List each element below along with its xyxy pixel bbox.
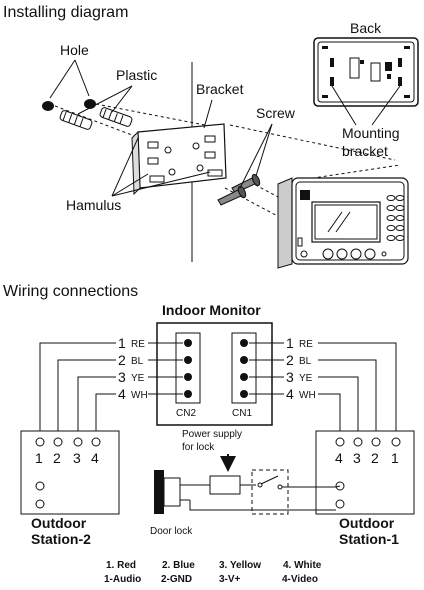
hole-label: Hole <box>60 42 89 58</box>
connector-pins <box>184 339 248 398</box>
left-pin-4-num: 4 <box>118 386 126 402</box>
wires-station2 <box>39 342 183 437</box>
left-pin-3-code: YE <box>131 373 145 384</box>
lock-circuit-wires <box>180 484 336 511</box>
right-pin-1-num: 1 <box>286 335 294 351</box>
station2-label-line1: Outdoor <box>31 515 87 531</box>
right-pin-2-code: BL <box>299 356 312 367</box>
station1-terminal-3: 3 <box>353 450 361 466</box>
station1-label-line2: Station-1 <box>339 531 399 547</box>
back-label: Back <box>350 20 382 36</box>
legend-color-1: 1. Red <box>106 560 136 571</box>
station2-terminal-4: 4 <box>91 450 99 466</box>
left-pin-1-num: 1 <box>118 335 126 351</box>
cn1-label: CN1 <box>232 408 252 419</box>
station2-terminal-1: 1 <box>35 450 43 466</box>
legend-signal-1: 1-Audio <box>104 574 141 585</box>
mounting-bracket-label-line1: Mounting <box>342 125 400 141</box>
indoor-monitor-label: Indoor Monitor <box>162 302 261 318</box>
plastic-anchors <box>59 107 133 130</box>
right-pin-1-code: RE <box>299 339 313 350</box>
power-supply-label-line1: Power supply <box>182 429 242 440</box>
screw-label: Screw <box>256 105 296 121</box>
cn2-label: CN2 <box>176 408 196 419</box>
station1-terminal-1: 1 <box>391 450 399 466</box>
right-pin-4-num: 4 <box>286 386 294 402</box>
legend-signal-3: 3-V+ <box>219 574 241 585</box>
bracket-label: Bracket <box>196 81 244 97</box>
station1-terminal-4: 4 <box>335 450 343 466</box>
installing-title: Installing diagram <box>3 4 128 21</box>
left-pin-2-num: 2 <box>118 352 126 368</box>
legend-signal-2: 2-GND <box>161 574 192 585</box>
legend-color-4: 4. White <box>283 560 322 571</box>
door-lock <box>154 470 181 514</box>
station2-terminal-2: 2 <box>53 450 61 466</box>
right-pin-3-code: YE <box>299 373 313 384</box>
station1-terminal-2: 2 <box>371 450 379 466</box>
left-pin-3-num: 3 <box>118 369 126 385</box>
right-pin-4-code: WH <box>299 390 316 401</box>
right-pin-2-num: 2 <box>286 352 294 368</box>
station2-label-line2: Station-2 <box>31 531 91 547</box>
lock-relay-switch <box>257 475 283 490</box>
plastic-label: Plastic <box>116 67 157 83</box>
legend-color-2: 2. Blue <box>162 560 195 571</box>
station1-terminals <box>335 437 401 509</box>
legend-color-3: 3. Yellow <box>219 560 261 571</box>
bracket-plate <box>131 123 227 196</box>
right-pin-3-num: 3 <box>286 369 294 385</box>
door-lock-label: Door lock <box>150 526 193 537</box>
outdoor-station-2-box <box>20 430 120 515</box>
left-pin-4-code: WH <box>131 390 148 401</box>
screws <box>217 173 261 206</box>
legend-signal-4: 4-Video <box>282 574 318 585</box>
wires-station1 <box>249 342 397 437</box>
monitor-back <box>313 37 419 107</box>
left-pin-2-code: BL <box>131 356 144 367</box>
mounting-bracket-label-line2: bracket <box>342 143 388 159</box>
power-supply-box <box>209 475 241 495</box>
lock-relay-switch-box <box>251 469 289 515</box>
station2-terminal-3: 3 <box>73 450 81 466</box>
wiring-title: Wiring connections <box>3 283 138 300</box>
hamulus-label: Hamulus <box>66 197 121 213</box>
monitor-front <box>277 177 409 269</box>
station1-label-line1: Outdoor <box>339 515 395 531</box>
left-pin-1-code: RE <box>131 339 145 350</box>
station2-terminals <box>35 437 101 509</box>
power-supply-label-line2: for lock <box>182 442 215 453</box>
